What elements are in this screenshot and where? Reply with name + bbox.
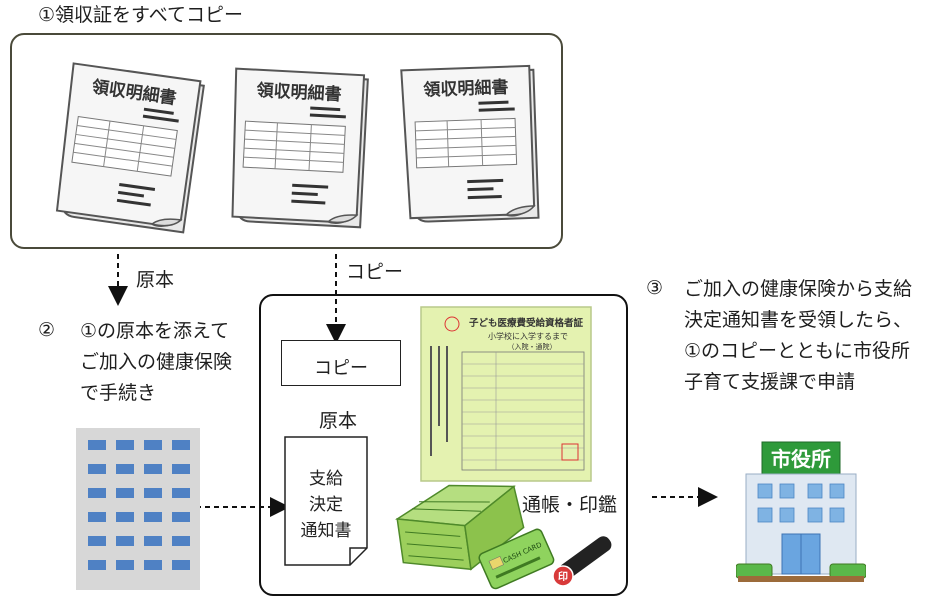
step3-number: ③ — [646, 277, 664, 299]
seal-char: 印 — [558, 571, 568, 583]
step2-line-2: ご加入の健康保険 — [80, 351, 233, 373]
bankbook-seal-label: 通帳・印鑑 — [522, 494, 618, 516]
receipt-illustration-2: 領収明細書 — [231, 67, 369, 229]
insurance-building-icon — [76, 428, 200, 590]
step3-line-4: 子育て支援課で申請 — [684, 371, 856, 393]
city-hall-icon: 市役所 — [736, 441, 866, 582]
receipt-title-2: 領収明細書 — [256, 80, 342, 105]
bankbook-icon — [395, 484, 525, 571]
step3-line-1: ご加入の健康保険から支給 — [684, 278, 913, 300]
arrow-original-label: 原本 — [136, 269, 175, 291]
step2-line-1: ①の原本を添えて — [80, 320, 230, 342]
certificate-subtitle: 小学校に入学するまで — [488, 331, 568, 341]
step2-text: ①の原本を添えて ご加入の健康保険 で手続き — [80, 316, 232, 409]
step3-line-2: 決定通知書を受領したら、 — [684, 309, 913, 331]
receipts-box — [10, 33, 563, 249]
step3-line-3: ①のコピーとともに市役所 — [684, 340, 911, 362]
receipt-title-3: 領収明細書 — [423, 77, 509, 101]
step1-label: ①領収証をすべてコピー — [38, 4, 243, 26]
receipt-illustration-3: 領収明細書 — [400, 64, 540, 223]
city-hall-sign: 市役所 — [771, 447, 831, 471]
seal-stamp-icon: 印 — [552, 536, 612, 587]
certificate-note: （入院・通院） — [508, 342, 557, 351]
documents-bundle-box — [259, 294, 628, 596]
notice-line-2: 決定 — [309, 495, 343, 515]
certificate-title: 子ども医療費受給資格者証 — [469, 317, 584, 329]
medical-certificate-icon: 子ども医療費受給資格者証 小学校に入学するまで （入院・通院） — [420, 306, 592, 482]
notice-document-text: 支給 決定 通知書 — [294, 466, 358, 544]
step2-number: ② — [38, 319, 56, 341]
step2-line-3: で手続き — [80, 382, 157, 404]
cash-card-icon: CASH CARD — [478, 528, 555, 590]
original-label: 原本 — [319, 410, 358, 432]
copy-box: コピー — [281, 340, 401, 386]
notice-line-1: 支給 — [309, 469, 343, 489]
notice-line-3: 通知書 — [300, 521, 352, 541]
receipt-illustration-1: 領収明細書 — [55, 62, 205, 234]
step3-text: ご加入の健康保険から支給 決定通知書を受領したら、 ①のコピーとともに市役所 子… — [684, 274, 912, 398]
arrow-copy-label: コピー — [346, 261, 404, 283]
notice-document-icon — [284, 436, 368, 566]
copy-box-label: コピー — [314, 358, 368, 379]
